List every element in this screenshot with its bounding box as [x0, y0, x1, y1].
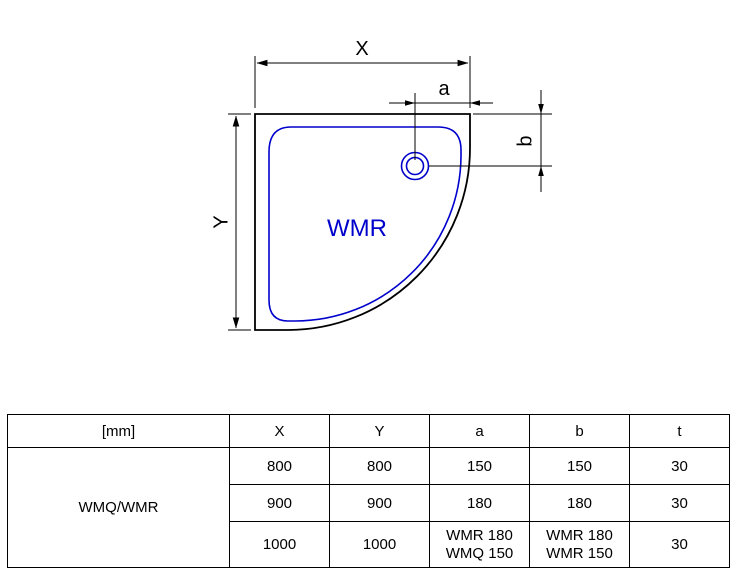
table-cell: 30: [629, 484, 730, 522]
table-cell: 1000: [329, 521, 430, 568]
table-cell: 900: [329, 484, 430, 522]
table-header-t: t: [629, 414, 730, 448]
table-row: WMQ/WMR 800 800 150 150 30: [7, 447, 730, 568]
table-cell: 150: [529, 447, 630, 485]
table-cell: 1000: [229, 521, 330, 568]
table-cell: WMR 180 WMQ 150: [429, 521, 530, 568]
table-header-b: b: [529, 414, 630, 448]
table-header-a: a: [429, 414, 530, 448]
cell-line: WMQ 150: [445, 544, 514, 562]
product-label: WMR: [327, 215, 387, 242]
cell-line: WMR 150: [546, 544, 613, 562]
cell-model-group: WMQ/WMR: [7, 447, 230, 568]
dimension-b-lines: [429, 90, 552, 192]
table-cell: 180: [529, 484, 630, 522]
table-cell: 180: [429, 484, 530, 522]
table-cell: 30: [629, 447, 730, 485]
table-cell: 30: [629, 521, 730, 568]
technical-drawing: X Y a b WMR: [210, 38, 552, 331]
table-header-mm: [mm]: [7, 414, 230, 448]
table-cell: 900: [229, 484, 330, 522]
table-row: 900 900 180 180 30: [8, 484, 730, 522]
table-cell: 800: [229, 447, 330, 485]
dim-b-label: b: [514, 135, 536, 146]
dim-y-label: Y: [210, 215, 232, 228]
tray-outline: [254, 113, 471, 331]
table-cell: 150: [429, 447, 530, 485]
tray-basin-outline: [268, 126, 462, 322]
table-cell: 800: [329, 447, 430, 485]
dimension-x-lines: [254, 56, 471, 108]
dimensions-table: [mm] X Y a b t WMQ/WMR 800 800 150 150 3…: [7, 414, 730, 568]
dimension-a-lines: [389, 93, 493, 160]
table-cell: WMR 180 WMR 150: [529, 521, 630, 568]
dim-a-label: a: [438, 78, 450, 100]
table-header-y: Y: [329, 414, 430, 448]
cell-line: WMR 180: [546, 526, 613, 544]
cell-line: WMR 180: [446, 526, 513, 544]
dimension-y-lines: [228, 113, 251, 331]
table-header-row: [mm] X Y a b t: [7, 414, 730, 448]
table-header-x: X: [229, 414, 330, 448]
dim-x-label: X: [355, 38, 368, 60]
table-row: 1000 1000 WMR 180 WMQ 150 WMR 180 WMR 15…: [8, 521, 730, 568]
